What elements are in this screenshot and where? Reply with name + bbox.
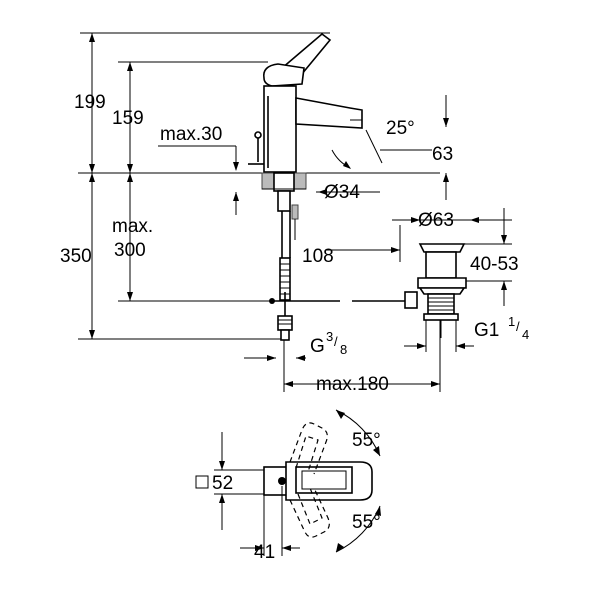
label-max: max. — [112, 216, 153, 237]
label-deck-thickness: max.30 — [160, 124, 222, 145]
label-waste-thread-slash: / — [516, 319, 520, 334]
lever-rotation-lower — [289, 487, 330, 538]
faucet-body — [248, 32, 363, 341]
waste-body — [425, 251, 457, 279]
dimension-lines — [89, 33, 512, 392]
waste-valve — [417, 243, 467, 338]
label-waste-range: 40-53 — [470, 254, 519, 275]
label-base-offset: 41 — [254, 542, 275, 563]
popup-linkage — [300, 291, 418, 309]
label-below-deck: 350 — [60, 246, 92, 267]
label-connection-slash: / — [334, 334, 338, 349]
label-waste-diameter: Ø63 — [418, 210, 454, 231]
top-view — [195, 409, 381, 556]
label-angle-top: 25° — [386, 118, 415, 139]
label-spout-height: 159 — [112, 108, 144, 129]
label-spout-projection: 63 — [432, 144, 453, 165]
label-hole-diameter: Ø34 — [324, 182, 360, 203]
spout — [295, 97, 363, 129]
label-connection-sub: 8 — [340, 342, 347, 357]
label-rotation-upper: 55° — [352, 430, 381, 451]
connection-nut — [277, 315, 293, 331]
square-symbol — [195, 475, 209, 489]
label-base-square: 52 — [212, 473, 233, 494]
label-waste-thread-sub: 4 — [522, 327, 529, 342]
label-waste-thread: G1 — [474, 320, 499, 341]
label-connection-sup: 3 — [326, 329, 333, 344]
lever-rotation-upper — [289, 422, 328, 475]
faucet-column — [263, 85, 297, 173]
label-rotation-lower: 55° — [352, 512, 381, 533]
label-max-width: max.180 — [316, 374, 389, 395]
label-total-height: 199 — [74, 92, 106, 113]
label-waste-thread-sup: 1 — [508, 314, 515, 329]
label-hose-length: 300 — [114, 240, 146, 261]
dimension-labels: 199 159 max.30 25° 63 Ø34 max. 300 350 1… — [60, 92, 529, 563]
label-connection: G — [310, 336, 325, 357]
label-reach: 108 — [302, 246, 334, 267]
